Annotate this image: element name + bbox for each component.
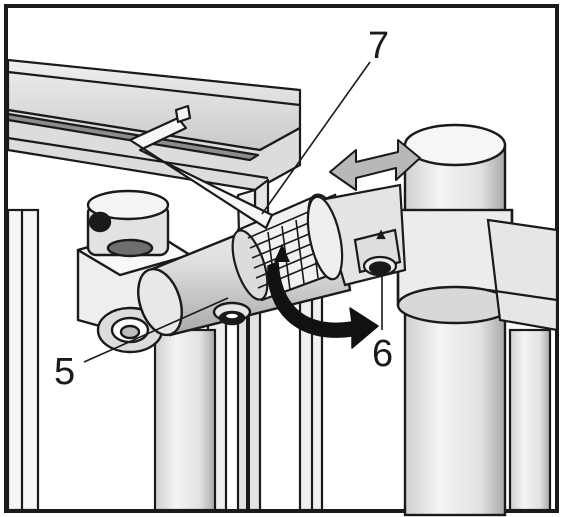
- rotation-arrow: [267, 244, 379, 349]
- leader-line-5: [83, 297, 229, 363]
- leader-line-7: [261, 61, 371, 215]
- allen-key: [128, 104, 274, 230]
- right-set-screw: [353, 228, 402, 277]
- callout-5: 5: [54, 351, 75, 393]
- left-frame-post: [6, 208, 40, 512]
- leader-lines: [83, 61, 383, 363]
- callout-7: 7: [368, 25, 389, 67]
- left-hinge-block: [76, 189, 192, 354]
- right-main-post: [396, 123, 514, 517]
- right-arm: [486, 218, 559, 512]
- left-support-post: [153, 328, 217, 512]
- axial-movement-arrow: [329, 139, 421, 191]
- callout-6: 6: [372, 333, 393, 375]
